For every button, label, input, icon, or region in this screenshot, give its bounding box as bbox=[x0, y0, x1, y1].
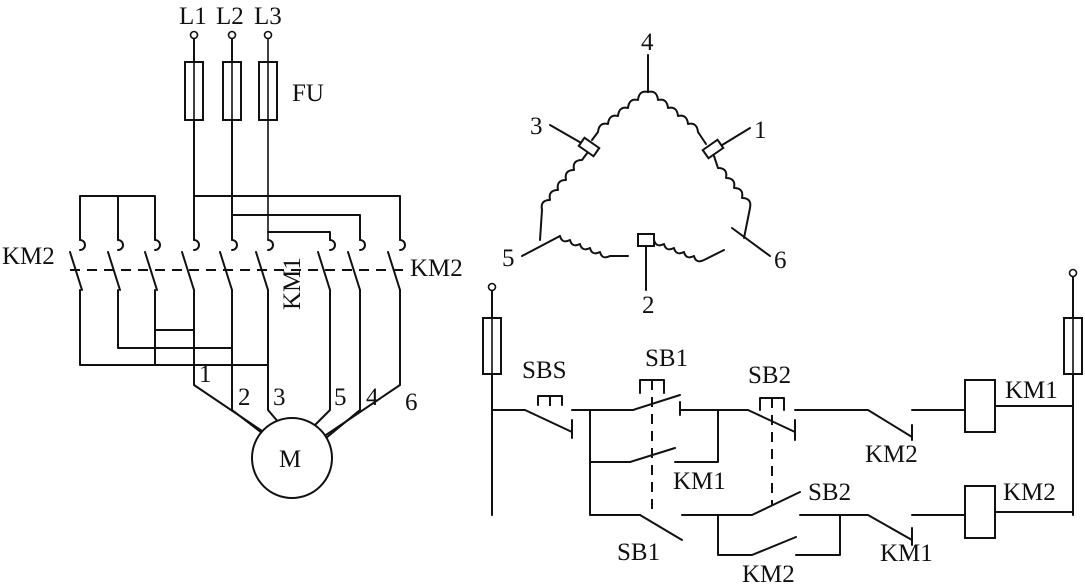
contact-hooks bbox=[79, 239, 406, 251]
coil-km2 bbox=[964, 485, 996, 539]
contactor-label-km2-left: KM2 bbox=[2, 243, 55, 270]
coil-km1-label: KM1 bbox=[1005, 377, 1058, 404]
km1-interlock-label: KM1 bbox=[880, 540, 933, 567]
motor-label: M bbox=[279, 446, 301, 473]
fuse-label: FU bbox=[292, 80, 324, 107]
control-terminal-right bbox=[1068, 268, 1078, 278]
sb2-bottom-label: SB2 bbox=[808, 479, 851, 506]
sb1-bottom-label: SB1 bbox=[617, 539, 660, 566]
stop-button-label: SBS bbox=[522, 357, 566, 384]
terminal-l1 bbox=[189, 30, 199, 40]
motor-terminal-5: 5 bbox=[334, 384, 347, 411]
winding-label-6: 6 bbox=[774, 247, 787, 274]
winding-label-4: 4 bbox=[641, 29, 654, 56]
km2-interlock-label: KM2 bbox=[865, 441, 918, 468]
winding-label-2: 2 bbox=[642, 292, 655, 319]
winding-label-1: 1 bbox=[754, 117, 767, 144]
winding-label-3: 3 bbox=[530, 113, 543, 140]
contactor-label-km1: KM1 bbox=[279, 257, 306, 310]
contactor-label-km2-right: KM2 bbox=[410, 255, 463, 282]
motor bbox=[251, 417, 333, 499]
sb1-top-label: SB1 bbox=[645, 345, 688, 372]
coil-km2-label: KM2 bbox=[1003, 479, 1056, 506]
phase-label-l3: L3 bbox=[254, 3, 282, 30]
phase-label-l2: L2 bbox=[216, 3, 244, 30]
sb2-top-label: SB2 bbox=[748, 362, 791, 389]
control-terminal-left bbox=[487, 282, 497, 292]
control-circuit: SBS SB1 KM1 SB2 KM2 KM1 SB1 SB2 bbox=[482, 268, 1083, 587]
motor-terminal-4: 4 bbox=[366, 384, 379, 411]
km1-hold-label: KM1 bbox=[673, 468, 726, 495]
winding-label-5: 5 bbox=[502, 245, 515, 272]
coil-km1 bbox=[964, 379, 996, 433]
motor-terminal-3: 3 bbox=[273, 384, 286, 411]
terminal-l3 bbox=[263, 30, 273, 40]
motor-terminal-1: 1 bbox=[199, 361, 212, 388]
power-circuit: L1 L2 L3 FU bbox=[2, 3, 463, 499]
phase-label-l1: L1 bbox=[179, 3, 207, 30]
km2-hold-label: KM2 bbox=[742, 561, 795, 587]
motor-terminal-2: 2 bbox=[238, 384, 251, 411]
terminal-l2 bbox=[227, 30, 237, 40]
delta-winding: 4 3 1 5 6 2 bbox=[502, 29, 787, 319]
motor-terminal-6: 6 bbox=[405, 389, 418, 416]
